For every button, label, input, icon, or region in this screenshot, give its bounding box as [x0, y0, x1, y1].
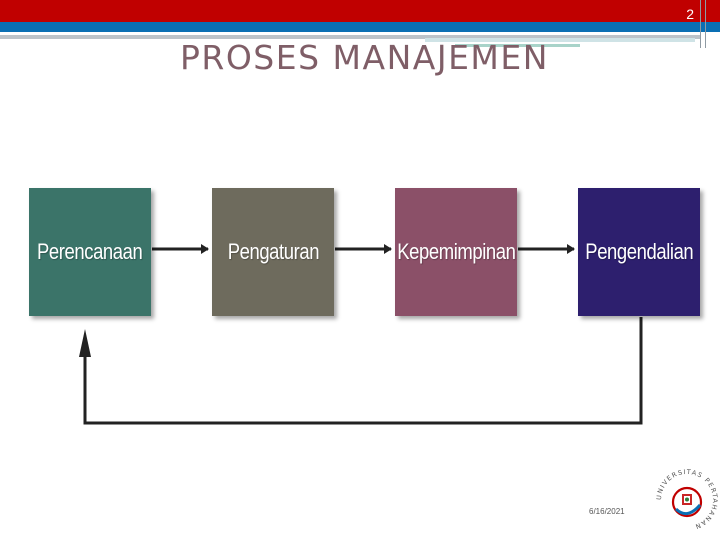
header-gray-line — [0, 35, 700, 39]
process-box-label: Pengaturan — [227, 239, 319, 264]
header-vertical-line — [700, 0, 701, 48]
process-box-label: Pengendalian — [585, 239, 694, 264]
process-box-pengendalian: Pengendalian — [578, 188, 700, 316]
process-box-label: Perencanaan — [37, 239, 143, 264]
process-box-label: Kepemimpinan — [396, 239, 516, 264]
university-logo: UNIVERSITAS PERTAHANAN — [655, 468, 718, 531]
top-blue-bar — [0, 22, 720, 32]
feedback-arrowhead — [79, 329, 91, 357]
footer-date: 6/16/2021 — [589, 507, 625, 516]
header-vertical-line — [705, 0, 706, 48]
process-box-kepemimpinan: Kepemimpinan — [395, 188, 517, 316]
process-box-perencanaan: Perencanaan — [29, 188, 151, 316]
top-red-bar — [0, 0, 720, 22]
header-divider — [0, 32, 720, 35]
slide-title: PROSES MANAJEMEN — [180, 38, 549, 77]
process-box-pengaturan: Pengaturan — [212, 188, 334, 316]
header-accent-line-2 — [455, 44, 580, 47]
slide-number: 2 — [686, 6, 694, 22]
feedback-loop-arrow — [83, 317, 643, 425]
header-accent-line — [425, 38, 695, 42]
